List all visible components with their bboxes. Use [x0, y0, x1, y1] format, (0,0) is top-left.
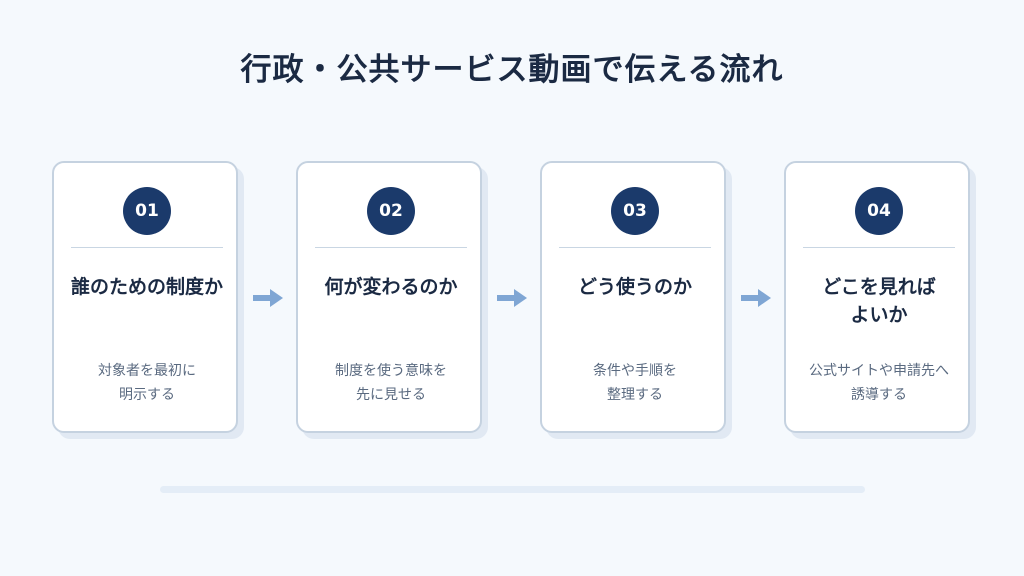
- step-description: 対象者を最初に 明示する: [98, 363, 196, 403]
- card-divider: [803, 247, 955, 248]
- step-description: 条件や手順を 整理する: [593, 363, 677, 403]
- step-heading: 何が変わるのか: [324, 276, 458, 298]
- step-card-3: 03 どう使うのか 条件や手順を 整理する: [540, 161, 726, 433]
- arrow-right-icon: [497, 289, 527, 307]
- step-number-badge: 02: [367, 187, 415, 235]
- step-number-badge: 01: [123, 187, 171, 235]
- card-divider: [71, 247, 223, 248]
- card-divider: [559, 247, 711, 248]
- step-heading: 誰のための制度か: [70, 276, 223, 298]
- arrow-right-icon: [253, 289, 283, 307]
- page-title: 行政・公共サービス動画で伝える流れ: [240, 52, 784, 88]
- bottom-decorative-bar: [160, 486, 865, 493]
- step-number-badge: 03: [611, 187, 659, 235]
- card-divider: [315, 247, 467, 248]
- step-description: 制度を使う意味を 先に見せる: [335, 363, 447, 403]
- step-number-badge: 04: [855, 187, 903, 235]
- step-card-4: 04 どこを見れば よいか 公式サイトや申請先へ 誘導する: [784, 161, 970, 433]
- arrow-right-icon: [741, 289, 771, 307]
- step-heading: どう使うのか: [577, 276, 692, 298]
- step-heading: どこを見れば よいか: [822, 276, 936, 326]
- step-card-2: 02 何が変わるのか 制度を使う意味を 先に見せる: [296, 161, 482, 433]
- step-description: 公式サイトや申請先へ 誘導する: [809, 363, 949, 403]
- step-card-1: 01 誰のための制度か 対象者を最初に 明示する: [52, 161, 238, 433]
